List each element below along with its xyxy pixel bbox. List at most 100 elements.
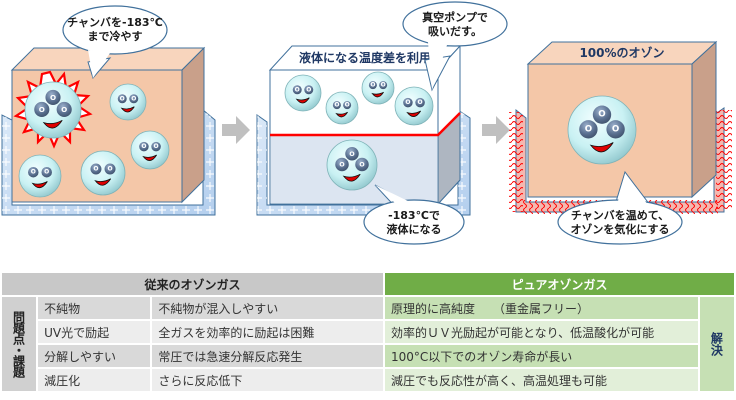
solution-cell: 原理的に高純度 （重金属フリー） <box>385 297 698 319</box>
liquid-level-line <box>270 112 461 137</box>
oxygen-atom-icon: O <box>45 89 61 105</box>
problem-cell: さらに反応低下 <box>152 369 383 391</box>
step1-callout-line2: まで冷やす <box>88 29 143 43</box>
step3-callout-line1: チャンバを温めて、 <box>571 208 669 222</box>
flow-arrow-1 <box>222 116 250 144</box>
oxygen-atom-icon: O <box>41 166 52 178</box>
step2-pump-line2: 吸いだす。 <box>428 25 482 38</box>
heat-wave-right-icon <box>716 110 732 210</box>
step2-liquid-line2: 液体になる <box>387 222 442 236</box>
svg-text:O: O <box>61 105 67 114</box>
svg-text:O: O <box>154 143 159 150</box>
oxygen-atom-icon: O <box>379 81 388 90</box>
oxygen-atom-icon: O <box>415 97 425 108</box>
smile-icon <box>42 119 63 129</box>
svg-text:O: O <box>93 166 98 173</box>
svg-text:O: O <box>585 124 592 134</box>
resolved-side-label: 解決 <box>699 297 734 391</box>
smile-icon <box>295 97 310 104</box>
smile-icon <box>589 142 614 153</box>
oxygen-atom-icon: O <box>151 141 161 152</box>
oxygen-atom-icon: O <box>579 120 598 139</box>
oxygen-atom-icon: O <box>56 101 72 118</box>
svg-text:O: O <box>44 169 49 176</box>
oxygen-atom-icon: O <box>117 94 127 104</box>
oxygen-atom-icon: O <box>343 101 352 110</box>
step1-callout-line1: チャンバを-183℃ <box>67 16 163 29</box>
problem-cell: 不純物が混入しやすい <box>152 297 383 319</box>
svg-text:O: O <box>405 99 410 106</box>
smile-icon <box>94 178 112 186</box>
svg-text:O: O <box>141 143 146 150</box>
svg-text:O: O <box>39 105 45 114</box>
problem-cell: 常圧では急速分解反応発生 <box>152 345 383 367</box>
table-row: UV光で励起全ガスを効率的に励起は困難効率的ＵＶ光励起が可能となり、低温酸化が可… <box>2 321 734 343</box>
problems-side-label: 問題点・課題 <box>2 297 37 391</box>
solution-cell: 減圧でも反応性が高く、高温処理も可能 <box>385 369 698 391</box>
oxygen-atom-icon: O <box>28 166 39 178</box>
oxygen-atom-icon: O <box>403 97 413 108</box>
oxygen-atom-icon: O <box>34 101 50 118</box>
table-row: 問題点・課題不純物不純物が混入しやすい原理的に高純度 （重金属フリー）解決 <box>2 297 734 391</box>
oxygen-atom-icon: O <box>332 101 341 110</box>
item-cell: 不純物 <box>38 297 151 319</box>
table-header-row: 従来のオゾンガス ピュアオゾンガス <box>2 273 734 295</box>
step2-liquid-line1: -183℃で <box>388 209 440 222</box>
svg-text:O: O <box>598 110 605 120</box>
svg-text:O: O <box>31 169 36 176</box>
svg-text:O: O <box>612 124 619 134</box>
svg-text:O: O <box>131 95 136 102</box>
smile-icon <box>335 111 348 118</box>
oxygen-atom-icon: O <box>606 120 625 139</box>
svg-text:O: O <box>339 161 345 169</box>
svg-text:O: O <box>107 166 112 173</box>
svg-text:O: O <box>349 150 355 158</box>
step1-callout: チャンバを-183℃ まで冷やす <box>62 5 168 80</box>
flow-arrow-2 <box>482 116 510 144</box>
step2-title: 液体になる温度差を利用 <box>299 50 431 65</box>
comparison-table: 従来のオゾンガス ピュアオゾンガス 問題点・課題不純物不純物が混入しやすい原理的… <box>0 271 736 393</box>
smile-icon <box>142 154 157 161</box>
oxygen-atom-icon: O <box>292 85 302 95</box>
problem-cell: 全ガスを効率的に励起は困難 <box>152 321 383 343</box>
smile-icon <box>31 181 48 189</box>
svg-text:O: O <box>345 102 350 109</box>
svg-text:O: O <box>50 93 56 102</box>
svg-text:O: O <box>359 161 365 169</box>
item-cell: 減圧化 <box>38 369 151 391</box>
table-row: 減圧化さらに反応低下減圧でも反応性が高く、高温処理も可能 <box>2 369 734 391</box>
step3-callout-line2: オゾンを気化にする <box>570 222 669 236</box>
step2-pump-line1: 真空ポンプで <box>422 10 488 24</box>
smile-icon <box>120 106 135 113</box>
oxygen-atom-icon: O <box>368 81 377 90</box>
oxygen-atom-icon: O <box>345 147 359 161</box>
oxygen-atom-icon: O <box>129 94 139 104</box>
smile-icon <box>371 91 384 98</box>
oxygen-atom-icon: O <box>104 163 116 175</box>
step3-callout: チャンバを温めて、 オゾンを気化にする <box>557 170 683 245</box>
svg-text:O: O <box>418 99 423 106</box>
header-pure-ozone: ピュアオゾンガス <box>385 273 734 295</box>
oxygen-atom-icon: O <box>355 157 369 172</box>
solution-cell: 効率的ＵＶ光励起が可能となり、低温酸化が可能 <box>385 321 698 343</box>
svg-text:O: O <box>120 95 125 102</box>
step2-pump-callout: 真空ポンプで 吸いだす。 <box>402 1 508 92</box>
step2-liquid-callout: -183℃で 液体になる <box>363 184 465 245</box>
item-cell: 分解しやすい <box>38 345 151 367</box>
step3-title: 100%のオゾン <box>579 45 664 60</box>
oxygen-atom-icon: O <box>304 85 314 95</box>
oxygen-atom-icon: O <box>592 105 612 124</box>
solution-cell: 100°C以下でのオゾン寿命が長い <box>385 345 698 367</box>
oxygen-atom-icon: O <box>139 141 149 152</box>
